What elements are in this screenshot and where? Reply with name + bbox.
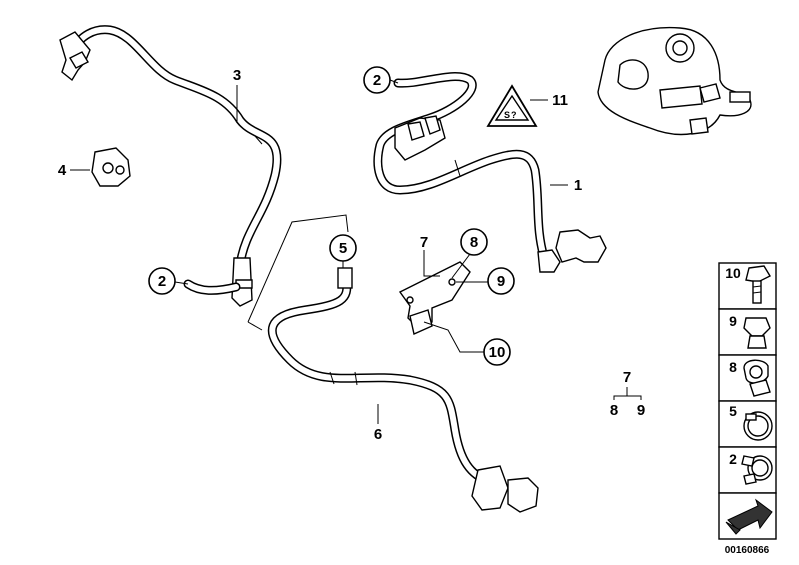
clip-part-4 xyxy=(91,147,131,187)
bracket-part-7 xyxy=(398,261,471,335)
svg-text:9: 9 xyxy=(637,402,645,419)
svg-text:4: 4 xyxy=(58,162,67,179)
clip-nut-icon xyxy=(743,317,771,349)
legend-item-8: 8 xyxy=(718,354,777,402)
link-lines xyxy=(247,214,349,331)
callout-8: 8 xyxy=(451,228,488,279)
fuel-pump-illustration xyxy=(597,26,752,136)
svg-text:5: 5 xyxy=(339,240,347,257)
svg-text:11: 11 xyxy=(552,92,568,109)
warning-triangle-part-11: S ? xyxy=(486,84,538,127)
hose-3 xyxy=(59,25,282,307)
svg-text:10: 10 xyxy=(725,265,741,281)
legend: 10 9 8 xyxy=(718,262,777,540)
callout-5: 5 xyxy=(329,234,357,268)
legend-nav xyxy=(718,492,777,540)
callout-6: 6 xyxy=(374,404,382,443)
legend-item-9: 9 xyxy=(718,308,777,356)
callout-9: 9 xyxy=(456,267,515,295)
hose-6 xyxy=(267,267,539,513)
svg-text:2: 2 xyxy=(373,72,381,89)
bolt-icon xyxy=(745,265,771,304)
svg-text:8: 8 xyxy=(729,359,737,375)
svg-text:7: 7 xyxy=(623,369,631,386)
svg-text:10: 10 xyxy=(489,344,506,361)
callout-11: 11 xyxy=(530,92,568,109)
svg-text:9: 9 xyxy=(497,273,505,290)
callout-2-top: 2 xyxy=(363,66,399,94)
callout-3: 3 xyxy=(233,67,241,122)
svg-text:8: 8 xyxy=(610,402,618,419)
callout-10: 10 xyxy=(423,321,511,366)
svg-text:9: 9 xyxy=(729,313,737,329)
svg-text:5: 5 xyxy=(729,403,737,419)
callout-2-left: 2 xyxy=(148,267,189,295)
svg-text:2: 2 xyxy=(158,273,166,290)
diagram-code: 00160866 xyxy=(725,545,770,556)
svg-text:?: ? xyxy=(511,110,517,120)
svg-text:6: 6 xyxy=(374,426,382,443)
callout-7: 7 xyxy=(420,234,440,277)
legend-item-10: 10 xyxy=(718,262,777,310)
arrow-icon xyxy=(725,498,773,535)
hose-clamp-icon xyxy=(743,359,771,397)
band-clamp-icon xyxy=(743,411,773,441)
svg-text:8: 8 xyxy=(470,234,478,251)
svg-text:7: 7 xyxy=(420,234,428,251)
svg-text:2: 2 xyxy=(729,451,737,467)
callout-1: 1 xyxy=(550,177,582,194)
set-note: 7 8 9 xyxy=(610,369,645,419)
legend-item-5: 5 xyxy=(718,400,777,448)
legend-item-2: 2 xyxy=(718,446,777,494)
svg-text:3: 3 xyxy=(233,67,241,84)
spring-clamp-icon xyxy=(741,455,773,485)
hose-1 xyxy=(373,72,607,273)
svg-text:S: S xyxy=(504,110,510,120)
callout-4: 4 xyxy=(58,162,90,179)
svg-text:1: 1 xyxy=(574,177,582,194)
short-hose-left xyxy=(183,279,241,295)
